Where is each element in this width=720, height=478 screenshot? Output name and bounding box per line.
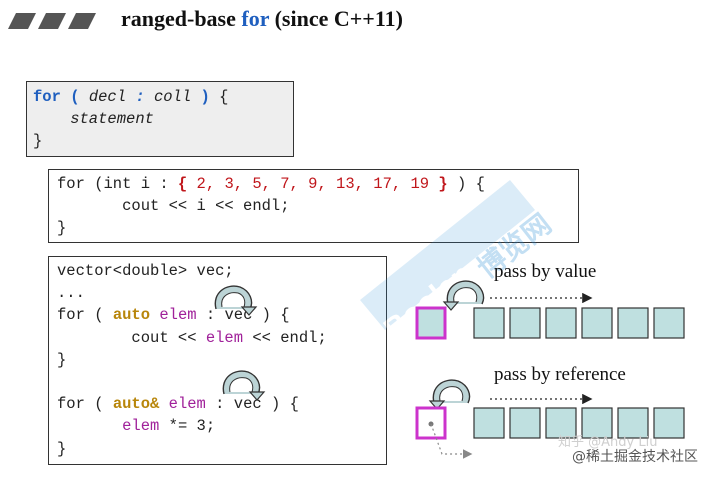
curl-arrow-icon bbox=[428, 379, 471, 410]
code-close-brace-1: } bbox=[57, 350, 67, 369]
code-for-2: for ( bbox=[57, 395, 113, 414]
value-vector-cells bbox=[473, 307, 685, 339]
space bbox=[150, 306, 159, 324]
assign-pre bbox=[57, 417, 122, 435]
init-values: 2, 3, 5, 7, 9, 13, 17, 19 bbox=[187, 175, 439, 193]
code-line-1-post: ) { bbox=[447, 175, 485, 193]
brace-close: } bbox=[33, 132, 43, 150]
vector-example-code: vector<double> vec; ... for ( auto elem … bbox=[57, 260, 327, 460]
watermark-boolan-text: Boolan bbox=[378, 257, 479, 347]
pass-by-value-label: pass by value bbox=[494, 261, 597, 282]
vector-cell bbox=[581, 307, 613, 339]
vector-example-box: vector<double> vec; ... for ( auto elem … bbox=[48, 256, 387, 465]
paren-close: ) bbox=[191, 88, 220, 106]
code-for-1: for ( bbox=[57, 306, 113, 325]
init-brace-left: { bbox=[177, 175, 188, 193]
syntax-box: for ( decl : coll ) { statement } bbox=[26, 81, 294, 157]
vector-cell bbox=[473, 307, 505, 339]
title-text-pre: ranged-base bbox=[121, 6, 242, 31]
kw-for: for bbox=[33, 88, 61, 106]
elem-var-3: elem bbox=[168, 395, 206, 414]
assign-post: *= 3; bbox=[159, 417, 216, 436]
vector-cell bbox=[509, 407, 541, 439]
decl-text: decl bbox=[88, 88, 127, 106]
code-line-2: cout << i << endl; bbox=[57, 197, 290, 215]
cout-pre: cout << bbox=[57, 328, 206, 347]
statement-text: statement bbox=[33, 110, 154, 128]
initializer-list-example-box: for (int i : { 2, 3, 5, 7, 9, 13, 17, 19… bbox=[48, 169, 579, 243]
elem-copy-box bbox=[415, 306, 447, 340]
code-line-1-pre: for (int i : bbox=[57, 175, 178, 193]
colon-text: : bbox=[126, 88, 154, 106]
brace-open: { bbox=[219, 88, 229, 106]
cout-post: << endl; bbox=[243, 328, 327, 347]
pass-by-reference-label: pass by reference bbox=[494, 364, 626, 385]
paren-open: ( bbox=[60, 88, 89, 106]
code-line-3: } bbox=[57, 219, 67, 237]
title-keyword: for bbox=[241, 6, 270, 31]
code-close-brace-2: } bbox=[57, 439, 67, 458]
vector-cell bbox=[617, 307, 649, 339]
curl-arrow-icon bbox=[442, 280, 485, 311]
slide-title: ranged-base for (since C++11) bbox=[121, 6, 403, 32]
juejin-watermark: @稀土掘金技术社区 bbox=[572, 449, 698, 465]
code-for-2-post: : vec ) { bbox=[205, 395, 299, 414]
coll-text: coll bbox=[153, 88, 192, 106]
space bbox=[159, 395, 168, 413]
zhihu-watermark: 知乎 @Andy Liu bbox=[558, 435, 658, 450]
title-decoration-bars bbox=[8, 13, 96, 29]
auto-keyword: auto bbox=[112, 306, 151, 325]
title-text-post: (since C++11) bbox=[269, 6, 403, 31]
elem-var-4: elem bbox=[122, 417, 160, 436]
vector-cell bbox=[653, 407, 685, 439]
elem-reference-box bbox=[415, 406, 447, 440]
auto-ref-keyword: auto& bbox=[112, 395, 160, 414]
code-for-1-post: : vec ) { bbox=[196, 306, 290, 325]
vector-cell bbox=[509, 307, 541, 339]
vector-cell bbox=[473, 407, 505, 439]
code-line-vector-decl: vector<double> vec; bbox=[57, 262, 234, 280]
syntax-code: for ( decl : coll ) { statement } bbox=[33, 86, 228, 152]
initializer-list-code: for (int i : { 2, 3, 5, 7, 9, 13, 17, 19… bbox=[57, 173, 485, 239]
init-brace-right: } bbox=[438, 175, 448, 193]
code-line-ellipsis: ... bbox=[57, 284, 85, 303]
elem-var-2: elem bbox=[205, 328, 244, 347]
reference-pointer-arrow bbox=[430, 423, 473, 459]
elem-var-1: elem bbox=[159, 306, 197, 325]
reference-pointer-dot bbox=[428, 421, 434, 427]
vector-cell bbox=[545, 307, 577, 339]
vector-cell bbox=[653, 307, 685, 339]
